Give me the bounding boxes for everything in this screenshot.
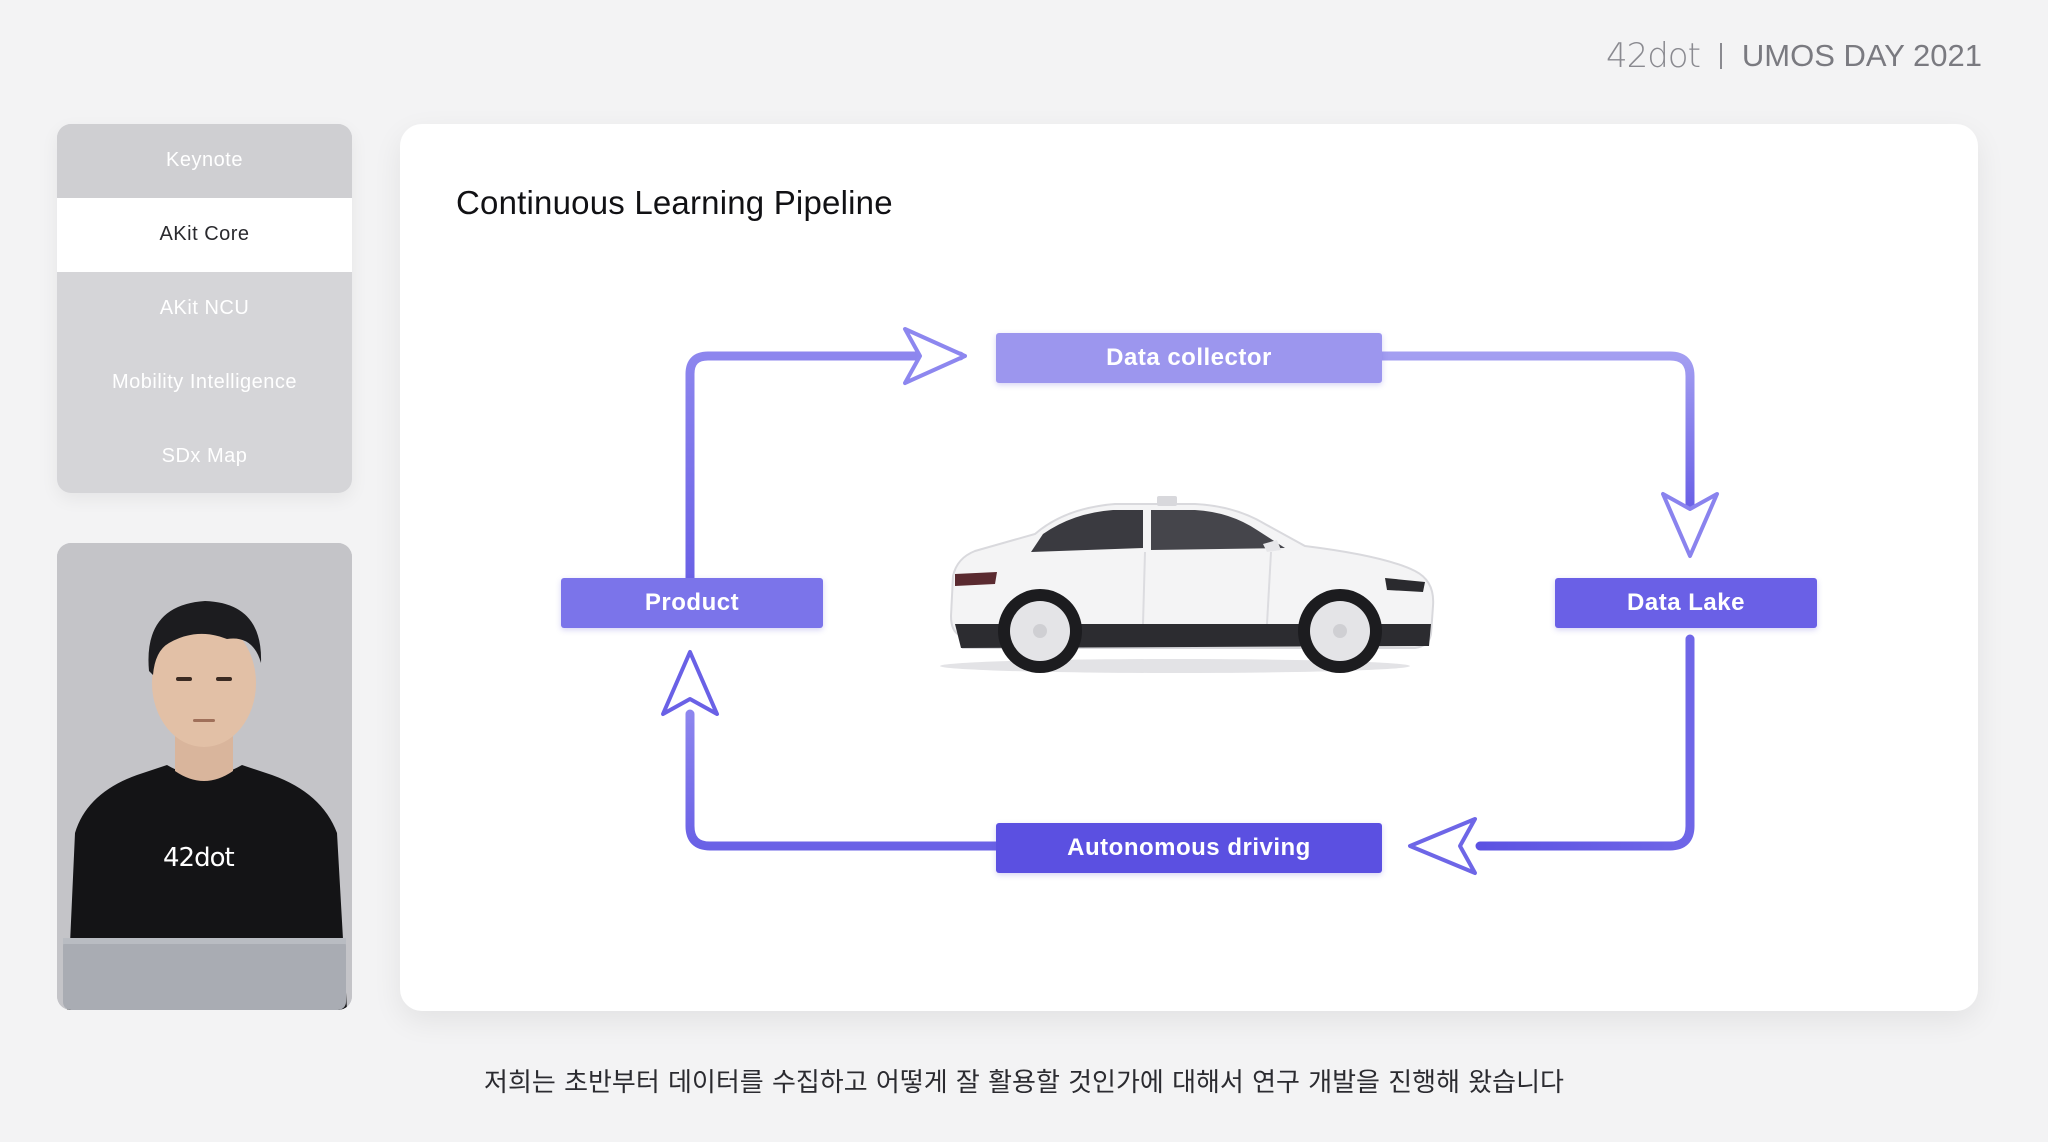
menu-item-mobility-intelligence[interactable]: Mobility Intelligence (111, 370, 298, 393)
pipeline-diagram (661, 327, 1719, 875)
brand-separator (1719, 43, 1722, 69)
flow-line-top-left (685, 351, 965, 584)
session-menu: Keynote AKit Core AKit NCU Mobility Inte… (57, 124, 352, 493)
flow-line-bottom-left (685, 709, 1005, 851)
event-title: UMOS DAY 2021 (1741, 38, 1982, 73)
brand-logo: 42dot (1605, 36, 1701, 76)
presenter-video: 42dot (57, 543, 352, 1010)
arrow-right-icon (903, 327, 967, 385)
arrow-down-icon (1661, 492, 1719, 558)
menu-item-sdx-map[interactable]: SDx Map (161, 444, 248, 467)
shirt-logo: 42dot (163, 843, 235, 873)
brand-header: 42dot UMOS DAY 2021 (1606, 36, 1982, 76)
menu-item-akit-core[interactable]: AKit Core (57, 197, 352, 272)
node-data-collector: Data collector (996, 333, 1382, 383)
flow-line-top-right (1375, 351, 1695, 509)
menu-item-akit-ncu[interactable]: AKit NCU (159, 296, 250, 319)
node-product: Product (561, 578, 823, 628)
slide-title: Continuous Learning Pipeline (456, 184, 893, 221)
menu-item-keynote[interactable]: Keynote (57, 124, 352, 198)
node-data-lake: Data Lake (1555, 578, 1817, 628)
caption-subtitle: 저희는 초반부터 데이터를 수집하고 어떻게 잘 활용할 것인가에 대해서 연구… (484, 1068, 1564, 1098)
flow-line-bottom-right (1475, 634, 1695, 851)
arrow-up-icon (661, 650, 719, 716)
presenter-illustration (57, 543, 352, 1010)
car-illustration (940, 496, 1435, 673)
slide-card: Continuous Learning Pipeline (400, 124, 1978, 1011)
node-autonomous-driving: Autonomous driving (996, 823, 1382, 873)
arrow-left-icon (1408, 817, 1477, 875)
